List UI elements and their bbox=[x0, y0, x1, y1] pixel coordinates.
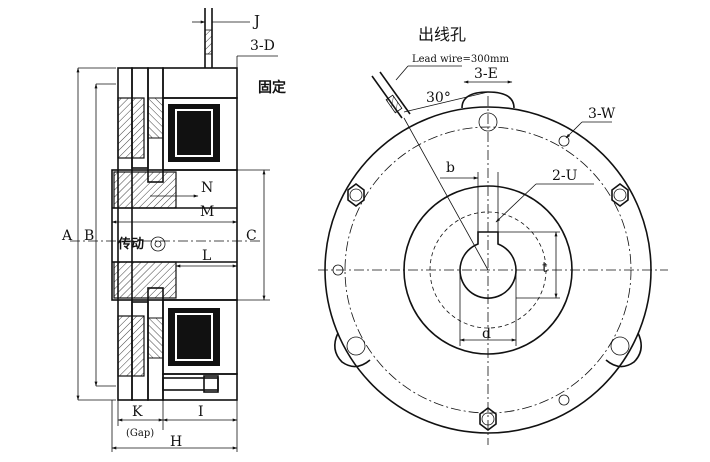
hex-bolt-upper-left bbox=[347, 183, 365, 207]
label-M: M bbox=[200, 204, 214, 220]
label-C: C bbox=[246, 228, 257, 244]
label-H: H bbox=[170, 434, 182, 450]
label-lead-wire: Lead wire=300mm bbox=[412, 54, 510, 65]
label-B: B bbox=[84, 228, 94, 244]
label-3E: 3-E bbox=[474, 66, 498, 82]
hub-hidden bbox=[429, 211, 547, 329]
front-view: 出线孔 Lead wire=300mm 3-E 30° 3-W b 2-U t … bbox=[318, 25, 668, 445]
label-J: J bbox=[252, 12, 260, 30]
label-L: L bbox=[202, 248, 211, 264]
label-A: A bbox=[61, 228, 73, 244]
label-d: d bbox=[482, 326, 491, 342]
label-K: K bbox=[132, 404, 143, 420]
label-3W: 3-W bbox=[588, 106, 616, 122]
label-2U: 2-U bbox=[552, 168, 578, 184]
outer-ring bbox=[324, 106, 652, 434]
hub-bottom-hatch bbox=[113, 261, 177, 299]
screw-W-left bbox=[332, 264, 344, 276]
side-section-view: J 3-D 固定 N M 传动 L A B C K (Gap) I H bbox=[61, 8, 286, 452]
label-3D: 3-D bbox=[250, 38, 275, 54]
screw-W-bottom bbox=[558, 394, 570, 406]
hex-bolt-bottom bbox=[479, 407, 497, 431]
label-drive: 传动 bbox=[117, 236, 144, 252]
label-fixed: 固定 bbox=[258, 79, 286, 96]
armature-bottom-hatch bbox=[117, 315, 145, 377]
hub-top-hatch bbox=[113, 171, 177, 209]
set-screw bbox=[150, 236, 166, 252]
mount-hole-top bbox=[478, 112, 498, 132]
label-N: N bbox=[201, 180, 213, 196]
mount-hole-lower-right bbox=[610, 336, 630, 356]
label-gap: (Gap) bbox=[126, 428, 154, 439]
label-b: b bbox=[446, 160, 455, 176]
hex-bolt-upper-right bbox=[611, 183, 629, 207]
angle-line bbox=[403, 91, 489, 113]
bore-keyway bbox=[459, 231, 517, 299]
mounting-bolt bbox=[162, 377, 219, 391]
lug-lower-right bbox=[605, 332, 642, 368]
dim-3W bbox=[565, 121, 583, 139]
hub bbox=[111, 169, 238, 301]
label-I: I bbox=[198, 404, 204, 420]
housing-top-flange bbox=[162, 67, 238, 99]
label-outlet: 出线孔 bbox=[418, 25, 466, 44]
screw-W-top bbox=[558, 135, 570, 147]
armature-top-hatch bbox=[117, 97, 145, 159]
lug-lower-left bbox=[334, 332, 371, 368]
label-angle: 30° bbox=[426, 90, 451, 106]
label-t: t bbox=[542, 260, 548, 276]
mount-hole-lower-left bbox=[346, 336, 366, 356]
armature-plate bbox=[117, 67, 133, 401]
hub-outer bbox=[403, 185, 573, 355]
dim-2U bbox=[495, 183, 537, 223]
